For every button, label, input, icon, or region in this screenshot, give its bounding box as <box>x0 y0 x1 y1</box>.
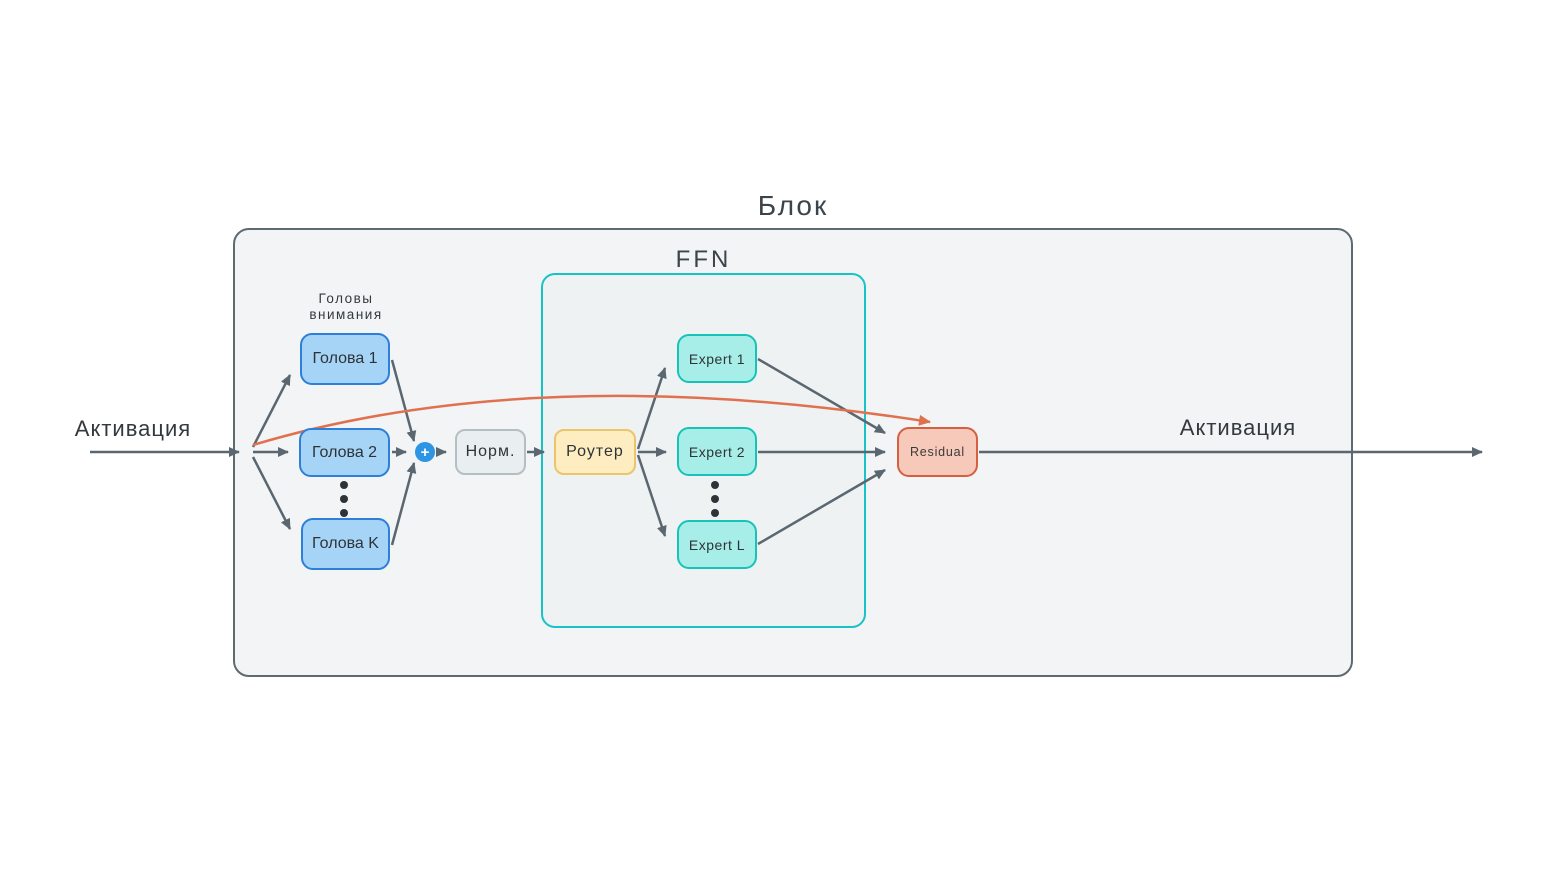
attention-heads-group-label: Головы внимания <box>291 291 401 322</box>
node-residual: Residual <box>897 427 978 477</box>
ffn-label: FFN <box>675 246 732 273</box>
node-router: Роутер <box>554 429 636 475</box>
node-expert-2: Expert 2 <box>677 427 757 476</box>
node-expert-1: Expert 1 <box>677 334 757 383</box>
input-activation-label: Активация <box>74 416 192 441</box>
node-head-2: Голова 2 <box>299 428 390 477</box>
node-head-k: Голова K <box>301 518 390 570</box>
block-title: Блок <box>757 190 829 221</box>
sum-plus-icon: + <box>415 442 435 462</box>
attention-heads-label-line2: внимания <box>309 306 383 322</box>
node-head-1: Голова 1 <box>300 333 390 385</box>
output-activation-label: Активация <box>1179 415 1297 440</box>
node-norm: Норм. <box>455 429 526 475</box>
node-expert-l: Expert L <box>677 520 757 569</box>
attention-heads-label-line1: Головы <box>318 291 374 306</box>
